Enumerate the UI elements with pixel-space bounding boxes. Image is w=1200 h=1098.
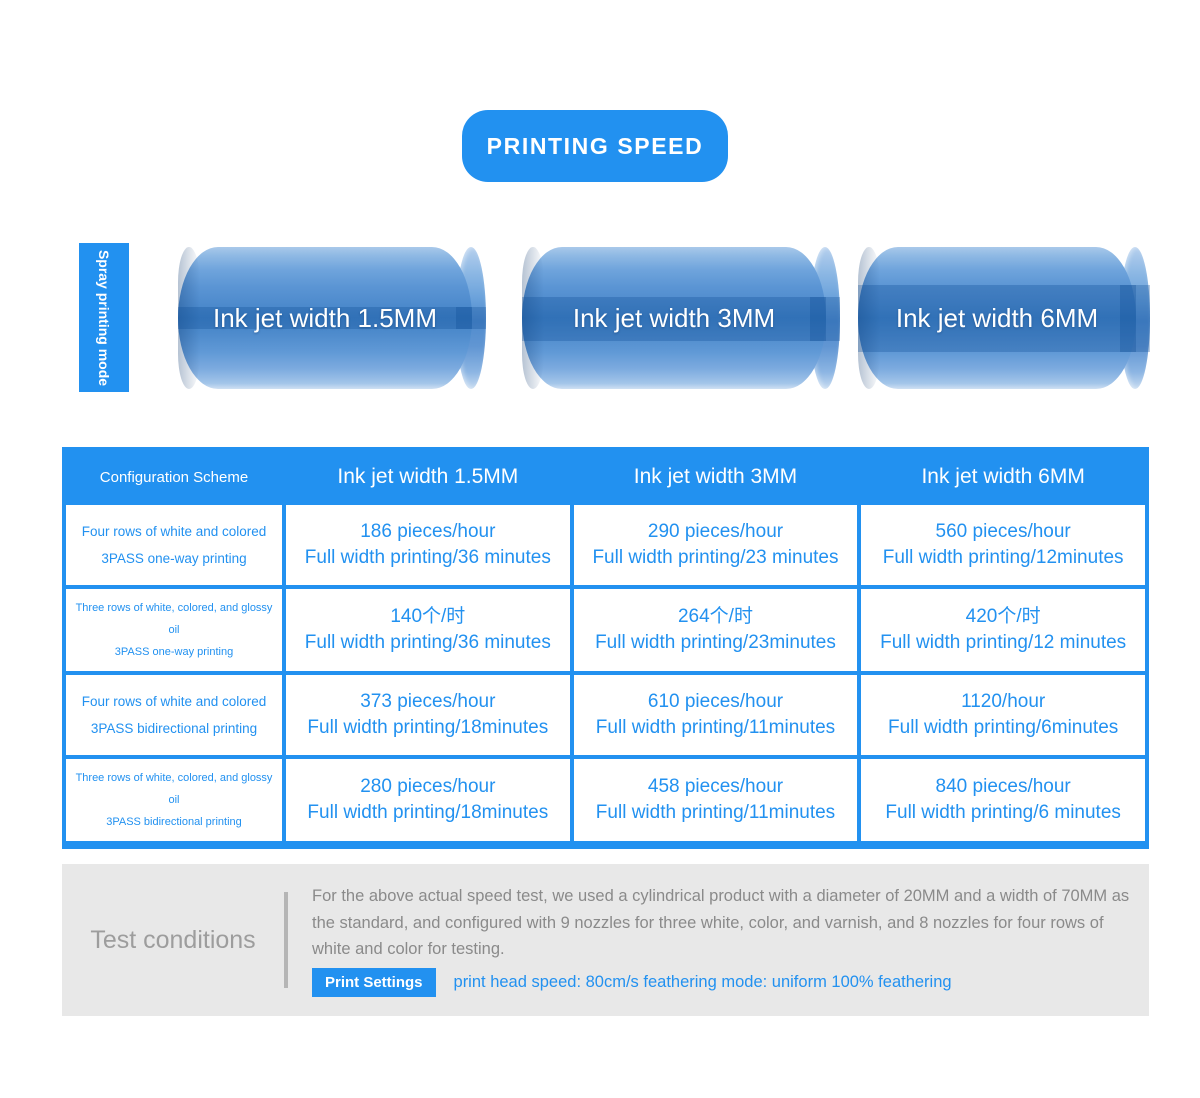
speed-comparison-table: Configuration Scheme Ink jet width 1.5MM… bbox=[62, 447, 1149, 845]
page-title-banner: PRINTING SPEED bbox=[462, 110, 728, 182]
speed-rate: 610 pieces/hour bbox=[647, 690, 784, 712]
scheme-cell: Three rows of white, colored, and glossy… bbox=[66, 589, 282, 671]
cylinder-graphic-3: Ink jet width 6MM bbox=[858, 247, 1150, 389]
scheme-cell: Four rows of white and colored 3PASS bidi… bbox=[66, 675, 282, 755]
cylinder-graphic-1: Ink jet width 1.5MM bbox=[178, 247, 486, 389]
full-width-time: Full width printing/11minutes bbox=[595, 717, 836, 738]
scheme-line-1: Four rows of white and colored bbox=[81, 524, 267, 539]
scheme-line-1: Three rows of white, colored, and glossy… bbox=[75, 772, 273, 806]
scheme-line-2: 3PASS one-way printing bbox=[101, 551, 247, 566]
cylinder-label-3: Ink jet width 6MM bbox=[895, 302, 1099, 333]
cylinder-print-band bbox=[522, 296, 826, 341]
speed-rate: 264个/时 bbox=[677, 605, 753, 627]
spray-printing-mode-label: Spray printing mode bbox=[96, 249, 112, 386]
scheme-line-1: Four rows of white and colored bbox=[81, 694, 267, 709]
speed-rate: 373 pieces/hour bbox=[360, 690, 496, 712]
full-width-time: Full width printing/36 minutes bbox=[304, 547, 551, 568]
print-settings-badge: Print Settings bbox=[312, 968, 436, 998]
table-row: Four rows of white and colored 3PASS one-… bbox=[66, 505, 1145, 585]
cylinder-print-band-cap bbox=[810, 296, 840, 341]
speed-rate: 186 pieces/hour bbox=[360, 520, 496, 542]
header-width-2: Ink jet width 3MM bbox=[573, 451, 858, 501]
table-row: Three rows of white, colored, and glossy… bbox=[66, 589, 1145, 671]
test-conditions-title: Test conditions bbox=[90, 925, 256, 954]
cylinder-print-band bbox=[178, 306, 472, 330]
scheme-line-2: 3PASS bidirectional printing bbox=[90, 721, 258, 736]
speed-rate: 1120/hour bbox=[961, 690, 1046, 712]
cylinder-left-shade bbox=[858, 247, 880, 389]
full-width-time: Full width printing/36 minutes bbox=[304, 632, 551, 653]
scheme-line-2: 3PASS bidirectional printing bbox=[106, 816, 242, 828]
cylinder-body bbox=[522, 247, 826, 389]
header-width-3: Ink jet width 6MM bbox=[861, 451, 1145, 501]
cylinder-label-1: Ink jet width 1.5MM bbox=[213, 302, 437, 333]
full-width-time: Full width printing/6minutes bbox=[888, 717, 1119, 738]
full-width-time: Full width printing/11minutes bbox=[595, 802, 836, 823]
table-row: Four rows of white and colored 3PASS bidi… bbox=[66, 675, 1145, 755]
cylinder-body bbox=[178, 247, 472, 389]
full-width-time: Full width printing/23 minutes bbox=[592, 547, 839, 568]
full-width-time: Full width printing/12minutes bbox=[882, 547, 1124, 568]
cylinder-left-shade bbox=[178, 247, 200, 389]
speed-rate: 280 pieces/hour bbox=[360, 775, 496, 797]
full-width-time: Full width printing/6 minutes bbox=[885, 802, 1121, 823]
print-settings-value: print head speed: 80cm/s feathering mode… bbox=[453, 973, 952, 992]
spray-printing-mode-tab: Spray printing mode bbox=[79, 243, 129, 392]
speed-rate: 140个/时 bbox=[390, 605, 466, 627]
speed-rate: 560 pieces/hour bbox=[935, 520, 1071, 542]
cylinder-print-band bbox=[858, 285, 1136, 353]
page-title: PRINTING SPEED bbox=[486, 132, 704, 159]
printing-speed-table: Configuration Scheme Ink jet width 1.5MM… bbox=[62, 447, 1149, 849]
test-conditions-description: For the above actual speed test, we used… bbox=[312, 886, 1130, 959]
header-width-1: Ink jet width 1.5MM bbox=[286, 451, 570, 501]
test-conditions-panel: Test conditions For the above actual spe… bbox=[62, 864, 1149, 1016]
speed-cell: 264个/时 Full width printing/23minutes bbox=[573, 589, 858, 671]
full-width-time: Full width printing/18minutes bbox=[307, 717, 549, 738]
scheme-cell: Four rows of white and colored 3PASS one-… bbox=[66, 505, 282, 585]
test-conditions-body: For the above actual speed test, we used… bbox=[288, 883, 1149, 998]
cylinder-body bbox=[858, 247, 1136, 389]
full-width-time: Full width printing/12 minutes bbox=[880, 632, 1127, 653]
table-body: Four rows of white and colored 3PASS one-… bbox=[66, 505, 1145, 841]
full-width-time: Full width printing/23minutes bbox=[595, 632, 836, 653]
print-settings-row: Print Settings print head speed: 80cm/s … bbox=[312, 968, 1135, 998]
scheme-line-2: 3PASS one-way printing bbox=[114, 646, 234, 658]
speed-rate: 290 pieces/hour bbox=[647, 520, 784, 542]
scheme-line-1: Three rows of white, colored, and glossy… bbox=[75, 602, 273, 636]
cylinder-left-shade bbox=[522, 247, 544, 389]
scheme-cell: Three rows of white, colored, and glossy… bbox=[66, 759, 282, 841]
cylinder-print-band-cap bbox=[456, 306, 486, 330]
vertical-divider bbox=[284, 892, 288, 988]
speed-rate: 458 pieces/hour bbox=[647, 775, 784, 797]
speed-rate: 420个/时 bbox=[965, 605, 1041, 627]
header-configuration-scheme: Configuration Scheme bbox=[66, 451, 282, 501]
speed-cell: 140个/时 Full width printing/36 minutes bbox=[286, 589, 570, 671]
cylinder-graphic-2: Ink jet width 3MM bbox=[522, 247, 840, 389]
table-header-row: Configuration Scheme Ink jet width 1.5MM… bbox=[66, 451, 1145, 501]
table-header: Configuration Scheme Ink jet width 1.5MM… bbox=[66, 451, 1145, 501]
speed-cell: 420个/时 Full width printing/12 minutes bbox=[861, 589, 1145, 671]
table-row: Three rows of white, colored, and glossy… bbox=[66, 759, 1145, 841]
cylinder-print-band-cap bbox=[1120, 285, 1150, 353]
cylinder-label-2: Ink jet width 3MM bbox=[572, 302, 776, 333]
speed-rate: 840 pieces/hour bbox=[935, 775, 1071, 797]
full-width-time: Full width printing/18minutes bbox=[307, 802, 549, 823]
